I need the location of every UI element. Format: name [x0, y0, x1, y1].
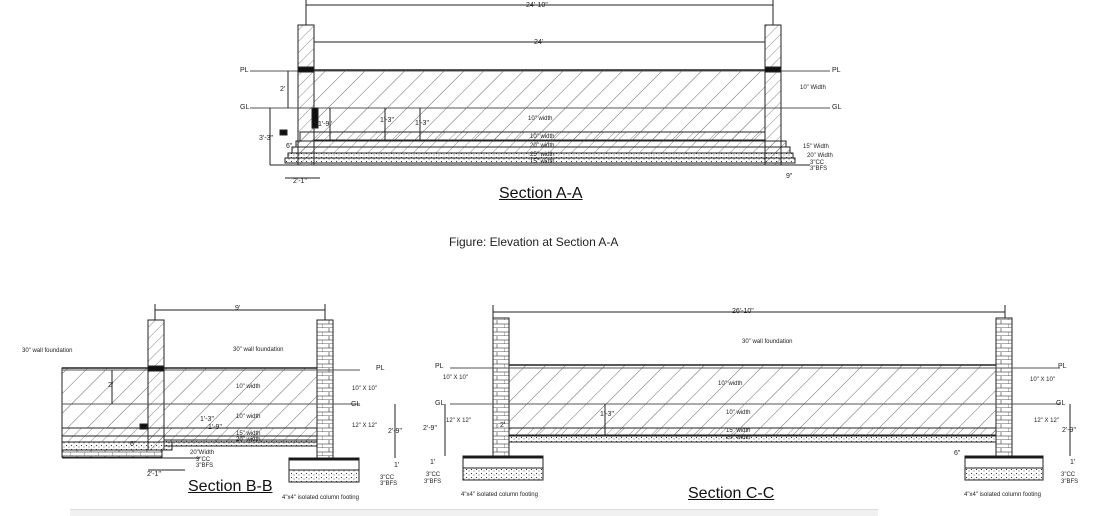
cc-dim-1-left: 1': [430, 459, 436, 466]
bb-pl: PL: [376, 365, 385, 372]
bb-cc-right: 3"CC: [380, 475, 395, 481]
aa-title: Section A-A: [499, 185, 583, 202]
cc-dim-6: 6": [954, 450, 961, 457]
aa-dim-9: 9": [786, 173, 793, 180]
bb-cc: 3"CC: [196, 457, 211, 463]
cc-title: Section C-C: [688, 485, 775, 502]
aa-inner-dim: 24': [534, 39, 544, 46]
cc-pl-right: PL: [1058, 363, 1067, 370]
aa-gl-left: GL: [240, 104, 250, 111]
bb-col-12x12: 12" X 12": [352, 423, 377, 429]
section-aa-drawing: [250, 0, 830, 179]
aa-dim-1-9: 1'-9": [318, 121, 332, 128]
bb-dim-1: 1': [394, 462, 400, 469]
cc-w10-b: 10" width: [726, 410, 751, 416]
bb-footing: 4"x4" isolated column footing: [282, 495, 359, 501]
bb-gl: GL: [351, 401, 361, 408]
bb-w15: 15" width: [236, 431, 261, 437]
cc-cc-right: 3"CC: [1061, 472, 1076, 478]
cc-dim-2-9-left: 2'-9": [423, 425, 437, 432]
cc-overall-dim: 26'-10": [732, 308, 754, 315]
bb-dim-6: 6": [130, 441, 137, 448]
bb-title: Section B-B: [188, 478, 273, 495]
cc-col-right-mid: 12" X 12": [1034, 418, 1059, 424]
cc-gl-left: GL: [435, 400, 445, 407]
aa-r3bfs: 3"BFS: [810, 166, 828, 172]
aa-dim-2-1: 2'-1": [293, 178, 307, 185]
cc-dim-2: 2': [500, 422, 506, 429]
aa-dim-3-3: 3'-3": [259, 135, 273, 142]
aa-overall-dim: 24'-10": [526, 2, 548, 9]
cc-dim-1-3: 1'-3": [600, 411, 614, 418]
figure-caption: Figure: Elevation at Section A-A: [449, 235, 619, 249]
section-cc-drawing: [444, 305, 1071, 481]
cc-footing-right: 4"x4" isolated column footing: [964, 492, 1041, 498]
cc-col-right-top: 10" X 10": [1030, 377, 1055, 383]
bb-w10-a: 10" width: [236, 384, 261, 390]
bb-w20-left: 20"Width: [190, 450, 215, 456]
horizontal-scrollbar[interactable]: [70, 509, 878, 516]
bb-dim-2: 2': [108, 382, 114, 389]
cc-footing-left: 4"x4" isolated column footing: [461, 492, 538, 498]
section-bb-drawing: [61, 304, 396, 483]
aa-r15: 15" Width: [803, 144, 829, 150]
aa-dim-2: 2': [280, 86, 286, 93]
aa-pl-left: PL: [240, 67, 249, 74]
aa-w10-top: 10" Width: [800, 85, 826, 91]
aa-w25-a: 25" width: [530, 152, 555, 158]
bb-foundation-mid: 30" wall foundation: [233, 347, 284, 353]
bb-dim-9: 9': [235, 305, 241, 312]
aa-w15-a: 15" width: [530, 159, 555, 165]
cc-foundation: 30" wall foundation: [742, 339, 793, 345]
cc-bfs-left: 3"BFS: [424, 479, 442, 485]
aa-dim-1-3b: 1'-3": [415, 120, 429, 127]
bb-bfs-right: 3"BFS: [380, 481, 398, 487]
cc-dim-2-9-right: 2'-9": [1062, 427, 1076, 434]
cc-w20: 20" width: [726, 435, 751, 441]
bb-w20: 20" width: [236, 437, 261, 443]
aa-pl-right: PL: [832, 67, 841, 74]
aa-dim-6: 6": [286, 143, 293, 150]
aa-dim-1-3a: 1'-3": [380, 117, 394, 124]
bb-bfs: 3"BFS: [196, 463, 214, 469]
bb-dim-2-1: 2'-1": [147, 471, 161, 478]
cc-cc-left: 3"CC: [426, 472, 441, 478]
bb-w10-b: 10" width: [236, 414, 261, 420]
aa-gl-right: GL: [832, 104, 842, 111]
cc-bfs-right: 3"BFS: [1061, 479, 1079, 485]
cc-w15: 15" width: [726, 428, 751, 434]
bb-dim-1-9: 1'-9": [208, 424, 222, 431]
bb-foundation-left: 30" wall foundation: [22, 348, 73, 354]
aa-r20: 20" Width: [807, 153, 833, 159]
aa-r3cc: 3"CC: [810, 160, 825, 166]
bb-dim-2-9: 2'-9": [388, 428, 402, 435]
cc-col-left-top: 10" X 10": [443, 375, 468, 381]
cc-dim-1-right: 1': [1070, 459, 1076, 466]
cc-gl-right: GL: [1056, 400, 1066, 407]
aa-w10-a: 10" width: [530, 134, 555, 140]
aa-w20-a: 20" width: [530, 143, 555, 149]
bb-dim-1-3: 1'-3": [200, 416, 214, 423]
cc-col-left-mid: 12" X 12": [446, 418, 471, 424]
cc-w10-a: 10" width: [718, 381, 743, 387]
aa-w10-mid: 10" width: [528, 116, 553, 122]
bb-col-10x10: 10" X 10": [352, 386, 377, 392]
cc-pl-left: PL: [435, 363, 444, 370]
